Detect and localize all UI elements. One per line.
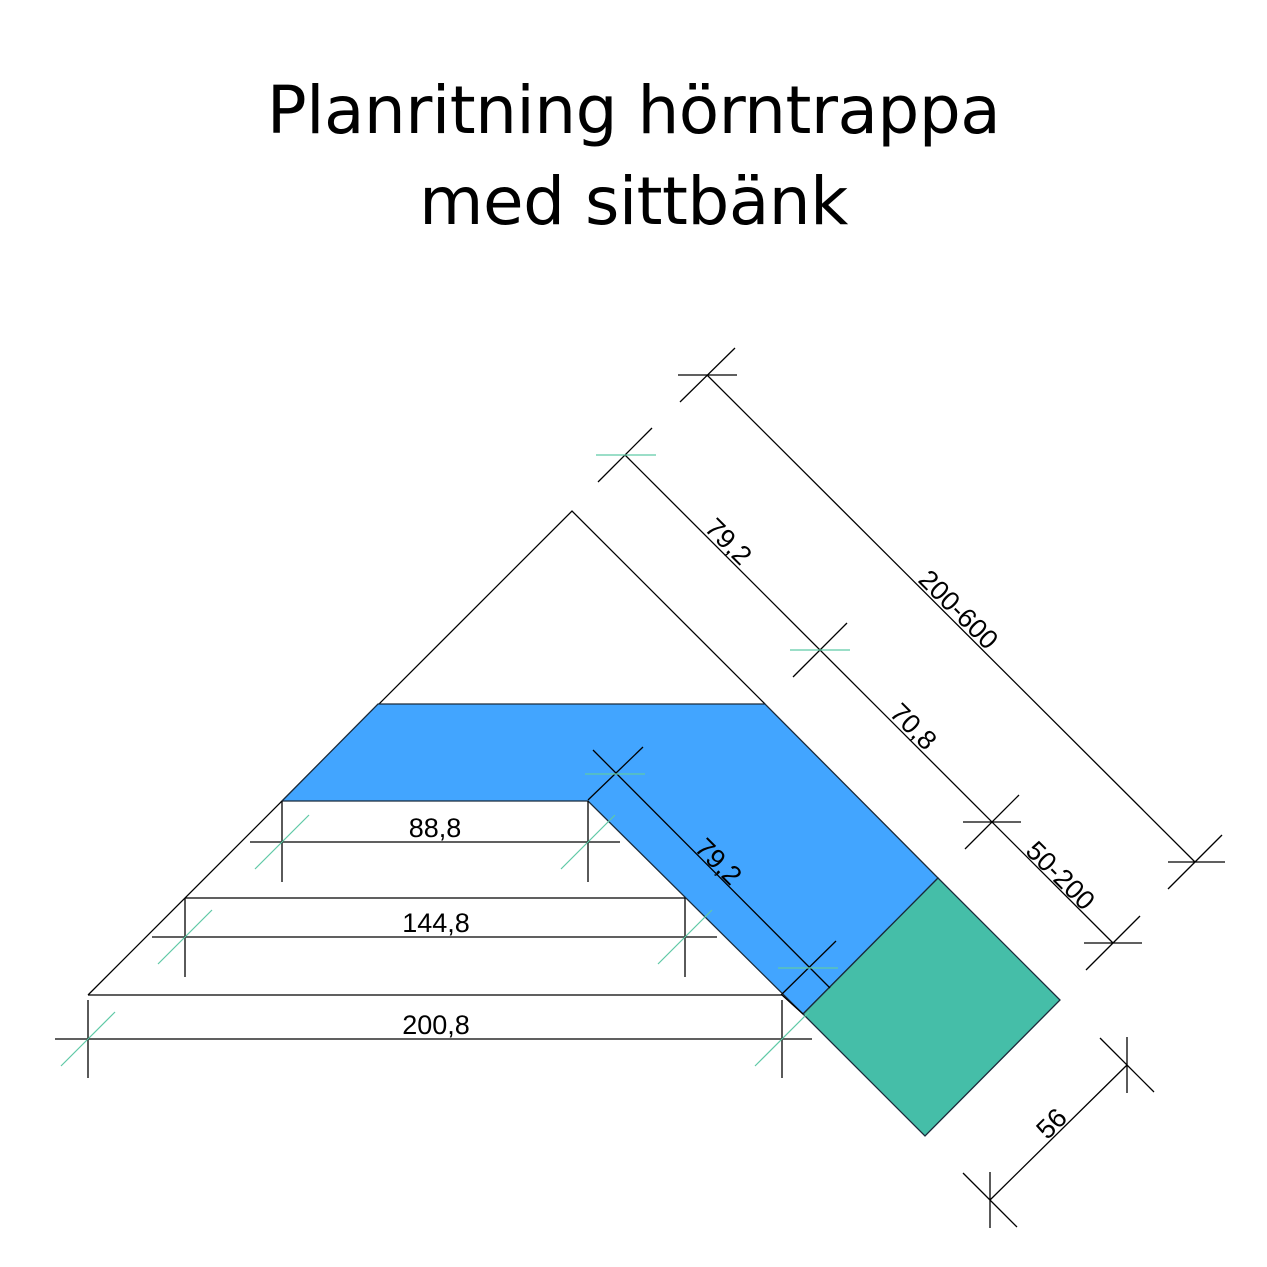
label-88-8: 88,8 [409,813,462,843]
dim-chain [597,427,1142,971]
title-line-1: Planritning hörntrappa [266,72,1001,149]
triangle-outline [87,510,766,996]
label-144-8: 144,8 [402,908,470,938]
label-200-600: 200-600 [913,564,1004,655]
label-56: 56 [1030,1102,1072,1144]
title-line-2: med sittbänk [419,163,848,240]
label-50-200: 50-200 [1020,835,1101,916]
stair-blue [280,703,939,1015]
label-upper-79-2: 79,2 [699,512,757,570]
dim-200-600 [678,347,1225,890]
label-200-8: 200,8 [402,1010,470,1040]
tick-marks [60,454,850,1067]
label-70-8: 70,8 [884,697,942,755]
dim-56 [962,1037,1155,1228]
bench-green [802,877,1061,1137]
